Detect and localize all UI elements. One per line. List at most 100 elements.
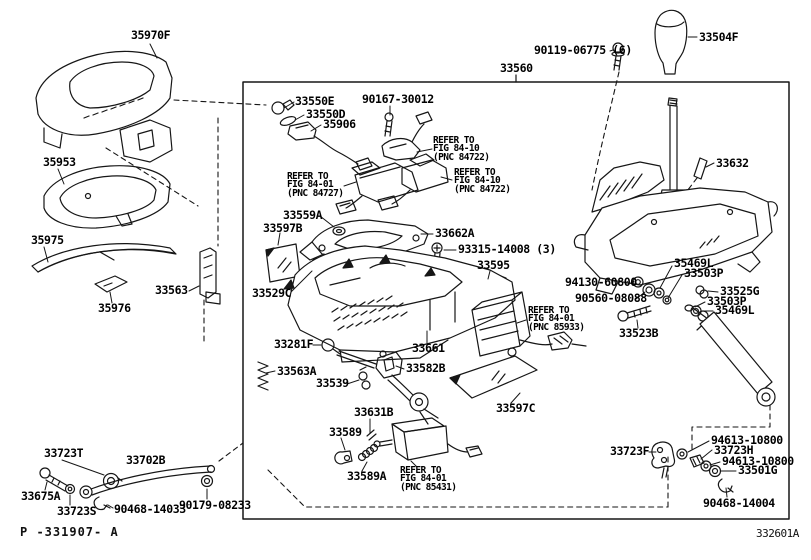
part-label-33503p-lower: 33503P (707, 294, 747, 308)
sketch-33589 (334, 450, 353, 465)
sketch-33675a (39, 467, 69, 492)
part-label-94130-60800: 94130-60800 (565, 275, 637, 289)
part-label-33661: 33661 (412, 341, 445, 355)
sketch-33559a (332, 226, 346, 236)
part-label-90468-14033: 90468-14033 (114, 502, 186, 516)
part-label-33675a: 33675A (21, 489, 61, 503)
part-label-33529c: 33529C (252, 286, 292, 300)
refer-note-line: (PNC 84722) (454, 183, 511, 195)
part-label-33550d: 33550D (306, 107, 346, 121)
refer-note-line: FIG 84-10 (454, 175, 501, 187)
sketch-33597c (449, 355, 538, 399)
sketch-94613-upper-washer (676, 448, 688, 460)
sketch-90179-08233 (200, 474, 214, 488)
part-label-33550e: 33550E (295, 94, 335, 108)
sketch-90119-06775 (611, 42, 625, 71)
part-label-94613-10800-lower: 94613-10800 (722, 454, 794, 468)
part-label-33631b: 33631B (354, 405, 394, 419)
leader-lines (43, 36, 737, 509)
part-label-94613-10800-upper: 94613-10800 (711, 433, 783, 447)
sketch-switch-84722-top (381, 111, 433, 161)
sketch-33539 (358, 366, 371, 390)
part-label-33501g: 33501G (738, 463, 778, 477)
sketch-damper-rod (692, 307, 776, 407)
sketch-33523b (617, 305, 652, 322)
sketch-94613-lower-washer (700, 460, 712, 472)
part-label-93315-14008: 93315-14008 (3) (458, 242, 556, 256)
part-label-33723s: 33723S (57, 504, 97, 518)
sketch-33504f (654, 9, 688, 75)
part-label-90119-06775: 90119-06775 (6) (534, 43, 632, 57)
refer-note-line: REFER TO (454, 167, 496, 178)
figure-code: 332601A (756, 527, 799, 540)
sketch-base-assembly (573, 97, 778, 295)
part-label-33723f: 33723F (610, 444, 650, 458)
sketch-33550d (279, 116, 297, 126)
part-label-33662a: 33662A (435, 226, 475, 240)
sketch-33661 (283, 245, 516, 363)
part-label-33723t: 33723T (44, 446, 84, 460)
part-label-33560: 33560 (500, 61, 533, 75)
sketch-solenoid-85431 (373, 417, 483, 461)
sketch-relay-84722-right (377, 153, 449, 211)
part-label-33523b: 33523B (619, 326, 659, 340)
part-label-90468-14004: 90468-14004 (703, 496, 775, 510)
refer-note-line: FIG 84-01 (287, 179, 334, 191)
part-label-35953: 35953 (43, 155, 76, 169)
part-label-35970f: 35970F (131, 28, 171, 42)
sketch-33563a (257, 361, 269, 391)
refer-note-line: REFER TO (400, 465, 442, 476)
part-label-33597c: 33597C (496, 401, 536, 415)
part-label-33559a: 33559A (283, 208, 323, 222)
sketch-35975 (31, 243, 177, 273)
sketch-33563 (199, 247, 221, 305)
part-label-33702b: 33702B (126, 453, 166, 467)
sketch-35906 (287, 121, 373, 171)
part-label-33539: 33539 (316, 376, 349, 390)
part-label-33525g: 33525G (720, 284, 760, 298)
sketch-33702b (79, 464, 216, 499)
sketch-35976 (94, 275, 128, 293)
part-label-33281f: 33281F (274, 337, 314, 351)
refer-note-line: FIG 84-10 (433, 143, 480, 155)
sketch-90167-30012 (384, 112, 394, 137)
part-label-35906: 35906 (323, 117, 356, 131)
part-label-33723h: 33723H (714, 443, 754, 457)
part-label-35976: 35976 (98, 301, 131, 315)
sketch-33632 (693, 157, 708, 180)
refer-note-line: (PNC 84727) (287, 187, 344, 199)
sketch-33281f (321, 338, 377, 369)
part-label-35469l-upper: 35469L (674, 256, 714, 270)
sketch-relay-84727 (335, 161, 419, 215)
part-label-33589a: 33589A (347, 469, 387, 483)
part-label-35469l-lower: 35469L (715, 303, 755, 317)
sketch-33723f (651, 441, 676, 479)
part-label-33503p-upper: 33503P (684, 266, 724, 280)
refer-note-line: FIG 84-01 (528, 313, 575, 325)
part-label-90179-08233: 90179-08233 (179, 498, 251, 512)
refer-note-line: REFER TO (528, 305, 570, 316)
sketch-90468-14004 (717, 478, 734, 493)
refer-note-line: FIG 84-01 (400, 473, 447, 485)
sketch-33582b (375, 350, 439, 425)
part-label-90167-30012: 90167-30012 (362, 92, 434, 106)
sketch-33723s (64, 483, 76, 495)
part-label-90560-08088: 90560-08088 (575, 291, 647, 305)
sketch-33723h (689, 454, 705, 468)
drawing-number: P -331907- A (20, 525, 119, 539)
part-label-35975: 35975 (31, 233, 64, 247)
part-label-33582b: 33582B (406, 361, 446, 375)
part-label-33563: 33563 (155, 283, 188, 297)
part-label-33597b: 33597B (263, 221, 303, 235)
sketch-35970f (35, 50, 173, 163)
refer-note-line: REFER TO (433, 135, 475, 146)
part-label-33632: 33632 (716, 156, 749, 170)
part-label-33589: 33589 (329, 425, 362, 439)
